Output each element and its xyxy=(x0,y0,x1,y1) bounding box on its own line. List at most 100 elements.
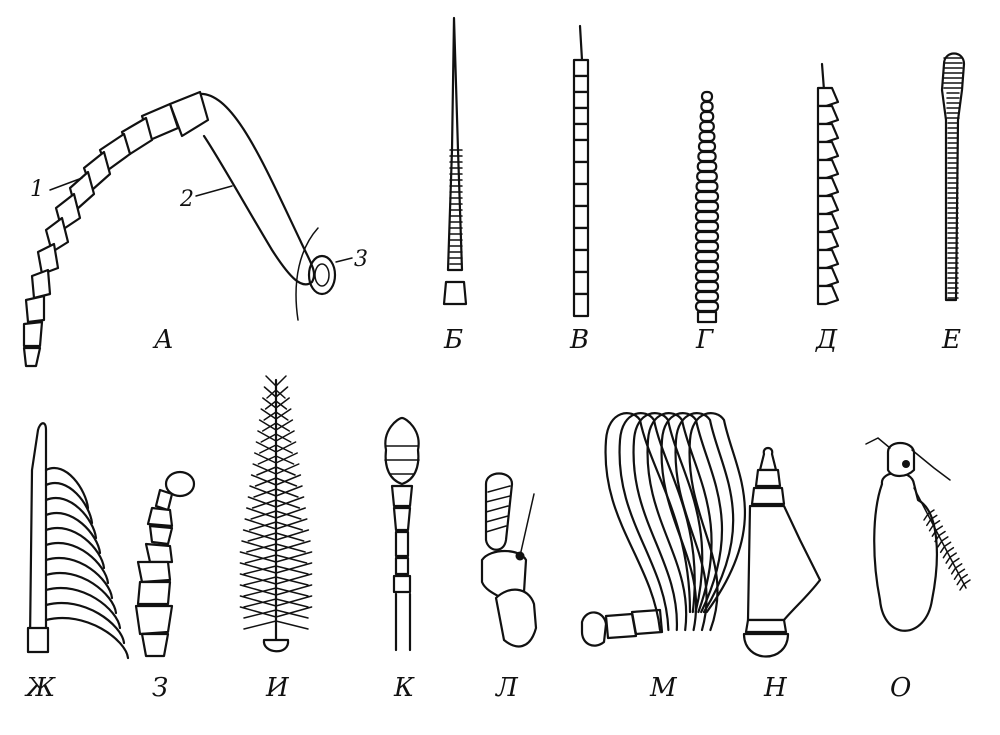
antenna-i-hair xyxy=(242,529,277,541)
antenna-a-flagellum xyxy=(22,102,180,368)
antenna-zh-base xyxy=(26,626,50,654)
antenna-g-segment xyxy=(694,190,720,203)
antenna-a-head-outline xyxy=(295,227,319,321)
antenna-g-segment xyxy=(694,200,720,213)
antenna-i-hair xyxy=(275,455,295,465)
antenna-o-body xyxy=(873,471,938,632)
antenna-g: Г xyxy=(694,90,720,355)
antenna-i-hair xyxy=(256,466,277,476)
antenna-d-segment xyxy=(816,212,840,234)
antenna-o-hair xyxy=(934,530,946,543)
antenna-i-hair xyxy=(243,609,277,619)
antenna-g-segments xyxy=(694,90,720,324)
antenna-i-hair xyxy=(275,510,302,520)
label-k: К xyxy=(393,673,415,703)
antenna-zh-branch xyxy=(44,481,94,525)
antenna-g-segment xyxy=(697,150,717,163)
antenna-i-hair xyxy=(275,565,309,575)
antenna-v-segment xyxy=(572,74,590,94)
label-zh: Ж xyxy=(24,673,56,703)
antenna-i-hair xyxy=(246,543,277,553)
antenna-i-hair xyxy=(275,397,290,409)
antenna-m-lamella xyxy=(646,412,713,632)
antenna-i-hair xyxy=(275,529,310,541)
antenna-zh-branch xyxy=(44,497,98,540)
antenna-i-base xyxy=(262,638,290,653)
antenna-i-hair xyxy=(246,507,277,519)
antenna-d-tip xyxy=(820,62,826,92)
antenna-i-hair xyxy=(243,598,277,608)
antenna-o-hair xyxy=(928,520,941,532)
antenna-l: Л xyxy=(480,472,538,703)
antenna-i-hair xyxy=(262,397,277,409)
antenna-i-hairs xyxy=(239,375,313,630)
antenna-i-hair xyxy=(275,521,304,531)
antenna-o-hair xyxy=(945,552,957,564)
antenna-i-hair xyxy=(239,606,277,618)
antenna-a: 1 2 3 А xyxy=(22,90,368,368)
antenna-i-hair xyxy=(275,540,311,552)
antenna-o-head xyxy=(886,441,916,478)
antenna-i-hair xyxy=(275,474,302,486)
antenna-i-hair xyxy=(260,433,277,443)
label-i: И xyxy=(265,673,290,703)
antenna-i-hair xyxy=(275,419,294,431)
label-n: Н xyxy=(763,673,788,703)
antenna-g-segment xyxy=(698,130,716,143)
antenna-l-base xyxy=(494,588,538,648)
antenna-e-rings xyxy=(943,57,963,299)
label-l: Л xyxy=(494,673,519,703)
label-b: Б xyxy=(443,325,463,355)
antenna-i-hair xyxy=(243,620,277,630)
antenna-i-hair xyxy=(275,532,305,542)
antenna-i-hair xyxy=(243,565,277,575)
antenna-o-hair xyxy=(959,579,971,591)
antenna-g-segment xyxy=(694,290,720,303)
antenna-m-lamella xyxy=(660,412,724,632)
antenna-zh-branch xyxy=(44,512,102,555)
antenna-m-lamella xyxy=(618,412,696,632)
antenna-i-hair xyxy=(247,532,277,542)
antenna-v-segments xyxy=(572,24,590,318)
antenna-i-hair xyxy=(264,400,277,410)
antenna-o-hair xyxy=(956,573,968,586)
antenna-b: Б xyxy=(442,16,468,355)
antenna-i-hair xyxy=(275,375,287,387)
antenna-i-hair xyxy=(254,452,277,464)
antenna-zh-branch xyxy=(44,527,106,570)
antenna-m: М xyxy=(580,412,747,703)
label-a: А xyxy=(152,325,174,355)
antenna-zh-branch xyxy=(44,557,114,600)
antenna-v: В xyxy=(569,24,590,355)
antenna-i-hair xyxy=(255,441,277,453)
antenna-i-hair xyxy=(243,576,277,586)
antenna-o-hair xyxy=(948,557,960,570)
antenna-i-hair xyxy=(257,455,277,465)
antenna-i-hair xyxy=(244,554,277,564)
antenna-i-hair xyxy=(247,496,277,508)
antenna-i-hair xyxy=(275,477,298,487)
label-m: М xyxy=(649,673,678,703)
antenna-v-segment xyxy=(572,182,590,208)
callout-2-leader xyxy=(195,185,233,197)
antenna-g-segment xyxy=(695,180,719,193)
antenna-i: И xyxy=(239,375,313,703)
callout-1-leader xyxy=(49,177,83,191)
antenna-e: Е xyxy=(940,52,966,355)
antenna-i-hair xyxy=(275,609,309,619)
antenna-i-hair xyxy=(275,573,313,585)
antenna-v-tip xyxy=(578,24,584,62)
antenna-i-hair xyxy=(275,499,301,509)
antenna-i-hair xyxy=(275,543,306,553)
antenna-i-hair xyxy=(243,587,277,597)
label-o: О xyxy=(890,673,911,703)
antenna-g-segment xyxy=(694,280,720,293)
antenna-zh-axis xyxy=(28,422,48,642)
antenna-g-segment xyxy=(694,270,720,283)
antenna-i-hair xyxy=(275,562,313,574)
antenna-k: К xyxy=(384,416,420,703)
antenna-g-segment xyxy=(694,260,720,273)
antenna-d-segments xyxy=(816,62,840,306)
antenna-i-hair xyxy=(275,620,309,630)
antenna-m-lamellae xyxy=(604,412,747,632)
